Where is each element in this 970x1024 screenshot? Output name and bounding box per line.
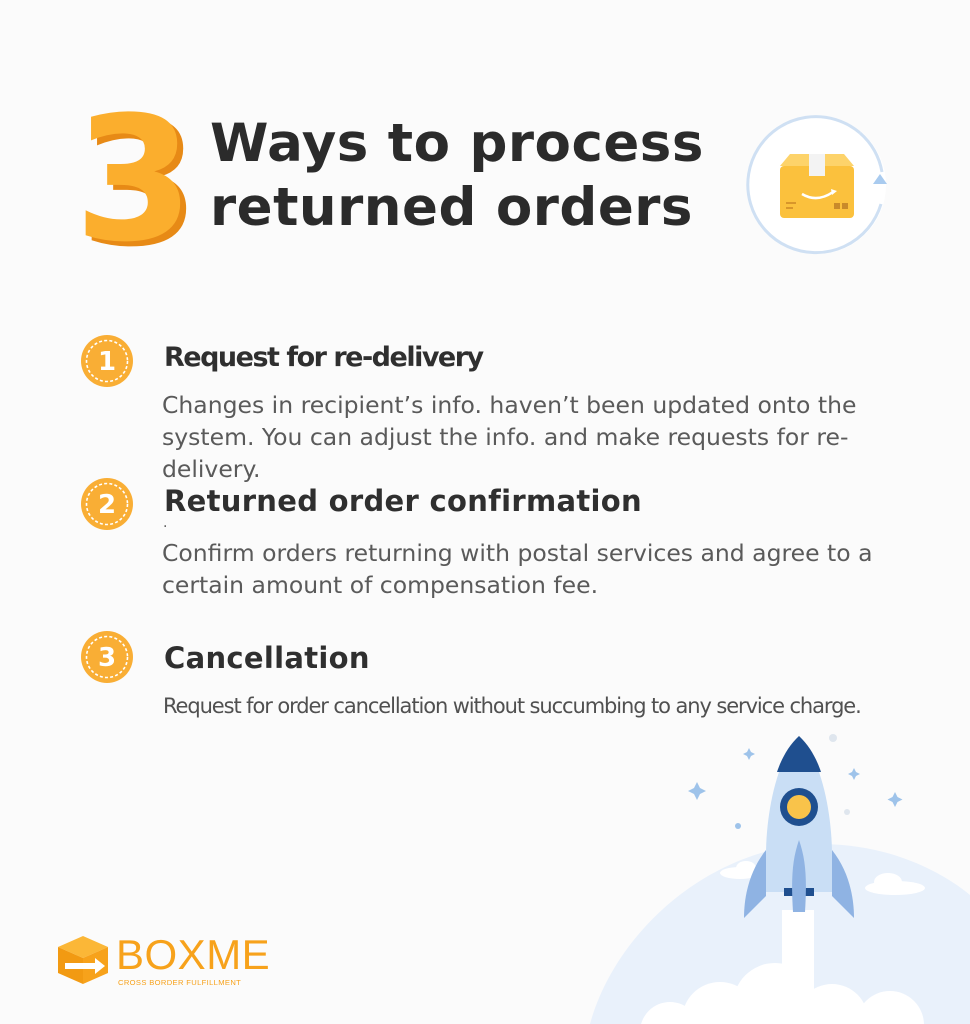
rocket-illustration (590, 734, 970, 1024)
boxme-wordmark: BOXME (116, 931, 271, 978)
step-1-badge: 1 (81, 335, 133, 387)
boxme-tagline: CROSS BORDER FULFILLMENT (118, 978, 242, 987)
svg-text:3: 3 (82, 108, 192, 258)
boxme-logo-icon (58, 936, 108, 984)
step-3-badge: 3 (81, 631, 133, 683)
title-line-1: Ways to process (210, 113, 704, 174)
big-number-three: 3 3 (82, 108, 192, 258)
step-3-description: Request for order cancellation without s… (163, 694, 862, 718)
svg-text:3: 3 (82, 108, 192, 258)
step-2-description: Confirm orders returning with postal ser… (162, 539, 873, 599)
step-2-badge: 2 (81, 478, 133, 530)
step-2-marker: . (163, 515, 168, 531)
step-1-title: Request for re-delivery (164, 342, 484, 373)
title-line-2: returned orders (210, 177, 693, 238)
svg-text:1: 1 (98, 347, 116, 377)
returned-box-icon (746, 115, 887, 255)
step-1-description: Changes in recipient’s info. haven’t bee… (162, 391, 857, 483)
step-2-title: Returned order confirmation (164, 484, 642, 518)
svg-text:2: 2 (98, 490, 116, 520)
page-title: Ways to process returned orders (210, 112, 710, 240)
step-3-title: Cancellation (164, 641, 370, 675)
svg-text:3: 3 (98, 643, 116, 673)
